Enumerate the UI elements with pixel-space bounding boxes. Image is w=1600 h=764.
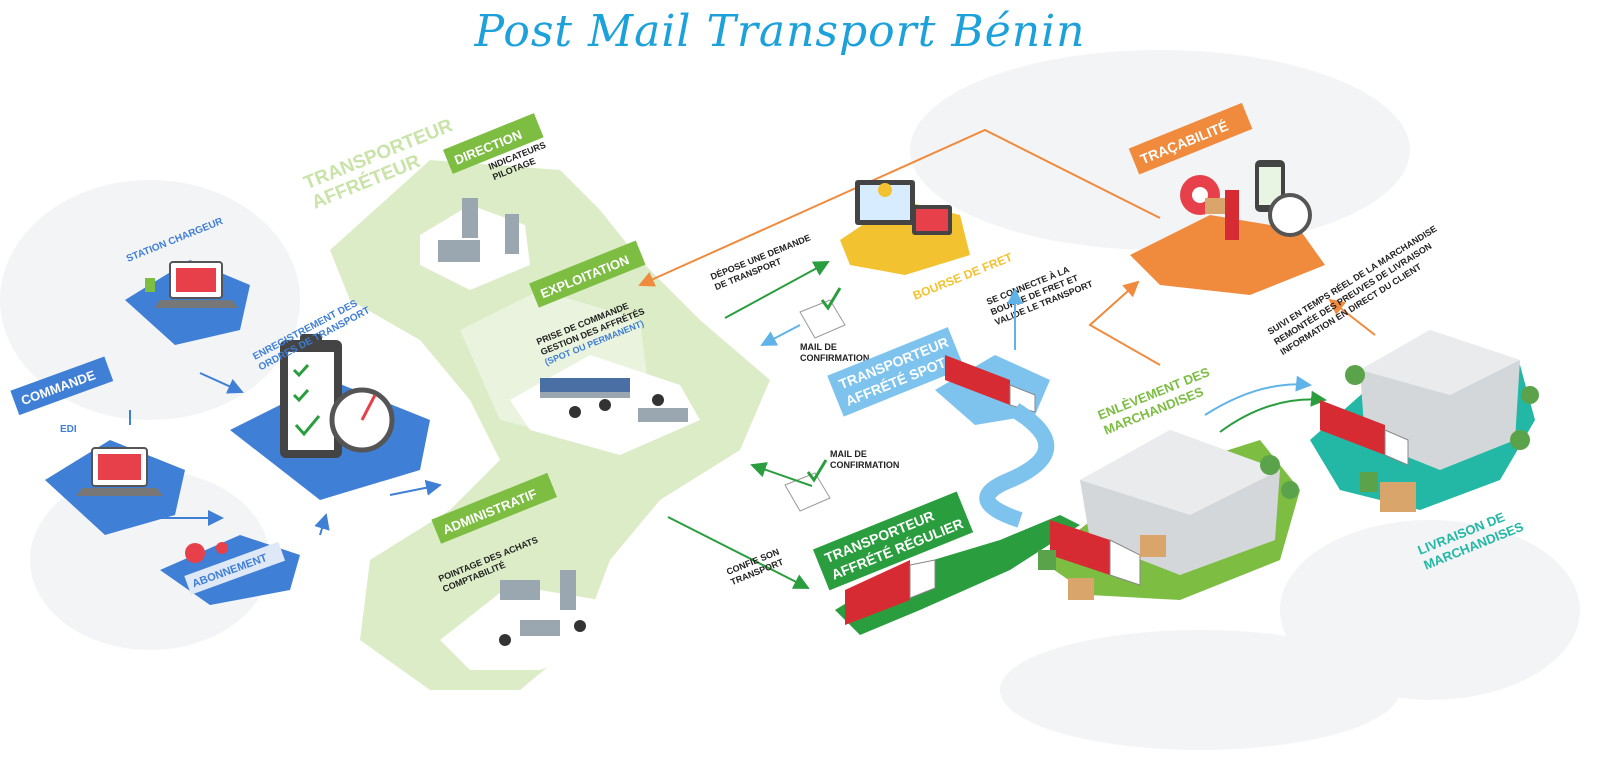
stopwatch-icon — [1268, 193, 1312, 237]
cabinet-icon — [462, 198, 478, 238]
enlevement-label: ENLÈVEMENT DES MARCHANDISES — [1096, 363, 1221, 438]
pallet-icon — [1140, 535, 1166, 557]
warehouse-icon — [1360, 330, 1520, 470]
regulier-banner — [812, 491, 974, 591]
road — [979, 403, 1055, 528]
desk-workstation-icon — [438, 240, 480, 262]
tracabilite-arrows — [1088, 280, 1376, 366]
envelope-icon — [784, 459, 831, 512]
tree-icon — [1521, 386, 1539, 404]
desk-workstation-icon — [500, 580, 540, 600]
pallet-icon — [1380, 482, 1416, 512]
package-icon — [1205, 198, 1225, 214]
administratif-banner — [431, 472, 557, 544]
middle-section: BOURSE DE FRET DÉPOSE UNE DEMANDE DE TRA… — [638, 128, 1161, 635]
commande-arrows — [129, 372, 442, 536]
truck-icon — [845, 559, 936, 625]
abonnement-banner — [184, 541, 286, 595]
truck-icon — [945, 355, 1036, 413]
tree-icon — [1260, 455, 1280, 475]
mail-conf-1-arrow — [760, 324, 801, 346]
truck-icon — [1320, 400, 1409, 466]
tree-icon — [1281, 481, 1299, 499]
user-icon — [216, 542, 228, 554]
forklift-icon — [1360, 472, 1378, 492]
warehouse-icon — [1050, 430, 1280, 586]
confie-label: CONFIE SON TRANSPORT — [725, 546, 787, 587]
tracabilite-banner — [1128, 102, 1253, 175]
tree-icon — [1510, 430, 1530, 450]
tree-icon — [1345, 365, 1365, 385]
right-section: TRAÇABILITÉ SUIVI EN TEMPS RÉEL DE LA MA… — [1038, 102, 1539, 600]
desk-workstation-icon — [638, 408, 688, 422]
depose-arrow — [724, 261, 830, 319]
desk-workstation-icon — [520, 620, 560, 636]
envelope-icon — [799, 287, 846, 339]
livraison-arrows — [1204, 375, 1327, 433]
confie-arrow — [667, 516, 810, 589]
mail-conf-2-label: MAIL DE CONFIRMATION — [830, 449, 899, 470]
direction-banner — [443, 113, 544, 174]
forklift-icon — [1038, 550, 1056, 570]
commande-banner — [10, 356, 114, 416]
plant-icon — [145, 278, 155, 292]
spot-banner — [827, 327, 965, 417]
edi-label: EDI — [60, 424, 77, 435]
map-pin-icon — [878, 183, 892, 197]
pallet-icon — [1068, 578, 1094, 600]
bell-icon — [185, 543, 205, 563]
tracabilite-platform — [1130, 215, 1325, 295]
desk-workstation-icon — [540, 378, 630, 392]
connecte-label: SE CONNECTE À LA BOURSE DE FRET ET VALID… — [985, 258, 1095, 327]
exploitation-banner — [529, 240, 646, 308]
background-islands — [0, 50, 1580, 750]
depose-label: DÉPOSE UNE DEMANDE DE TRANSPORT — [709, 232, 818, 293]
tracabilite-return-arrow — [638, 128, 1161, 287]
page-title: Post Mail Transport Bénin — [474, 6, 1086, 57]
mail-conf-1-label: MAIL DE CONFIRMATION — [800, 342, 869, 363]
person-icon — [1225, 190, 1239, 240]
mail-conf-2-arrow — [750, 462, 813, 487]
